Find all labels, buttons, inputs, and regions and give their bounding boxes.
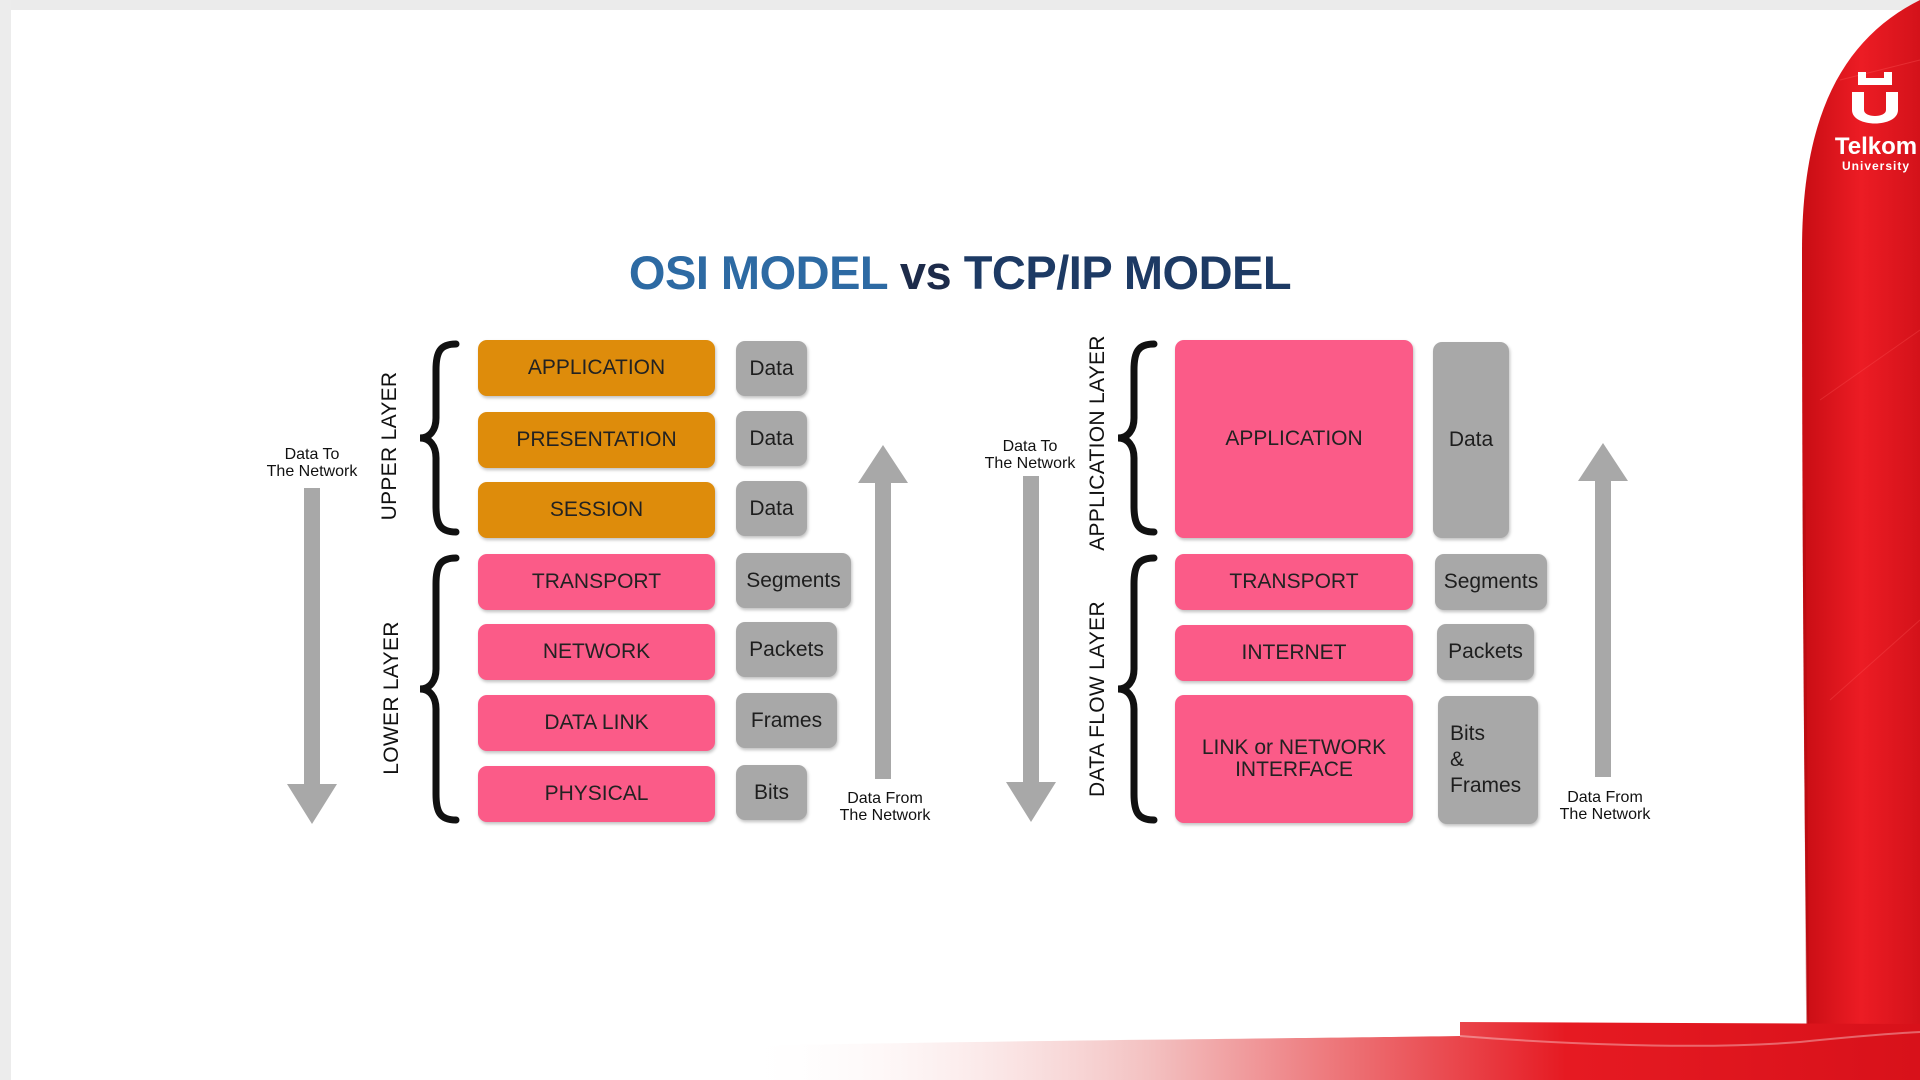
tcpip-layer-link-label-line1: LINK or NETWORK	[1201, 735, 1387, 759]
tcpip-unit-link-label: Bits & Frames	[1450, 721, 1521, 800]
osi-layer-transport: TRANSPORT	[478, 554, 715, 610]
osi-layer-data-link-label: DATA LINK	[544, 710, 649, 734]
tcpip-lower-brace-icon	[1117, 554, 1158, 824]
tcpip-unit-application: Data	[1433, 342, 1509, 538]
tcpip-layer-link: LINK or NETWORK INTERFACE	[1175, 695, 1413, 823]
osi-arrow-down-label: Data To The Network	[242, 446, 382, 480]
brand-red-band	[1802, 0, 1920, 1080]
logo-name: Telkom	[1834, 133, 1918, 160]
osi-arrow-up-label-line2: The Network	[839, 807, 931, 824]
osi-arrow-up-label: Data From The Network	[815, 790, 955, 824]
osi-layer-application: APPLICATION	[478, 340, 715, 396]
osi-unit-network-label: Packets	[749, 637, 824, 661]
logo-subtitle: University	[1841, 159, 1911, 173]
osi-unit-data-link-label: Frames	[750, 708, 823, 732]
tcpip-unit-transport-label: Segments	[1443, 570, 1539, 593]
osi-arrow-down-label-line1: Data To	[284, 446, 340, 463]
title-tcpip: TCP/IP MODEL	[963, 246, 1292, 299]
tcpip-unit-link-label-line1: Bits	[1450, 721, 1486, 745]
osi-unit-presentation: Data	[736, 411, 807, 466]
osi-layer-presentation: PRESENTATION	[478, 412, 715, 468]
telkom-logo-icon	[1852, 72, 1898, 124]
left-border	[0, 0, 11, 1080]
osi-layer-application-label: APPLICATION	[527, 355, 666, 379]
tcpip-arrow-up-label-line2: The Network	[1559, 806, 1651, 823]
osi-arrow-up-icon	[858, 445, 908, 779]
osi-layer-presentation-label: PRESENTATION	[516, 427, 677, 451]
tcpip-unit-internet: Packets	[1437, 624, 1534, 680]
tcpip-layer-transport: TRANSPORT	[1175, 554, 1413, 610]
osi-layer-physical: PHYSICAL	[478, 766, 715, 822]
tcpip-unit-application-label: Data	[1448, 428, 1494, 451]
tcpip-arrow-down-label: Data To The Network	[960, 438, 1100, 472]
tcpip-layer-internet: INTERNET	[1175, 625, 1413, 681]
osi-upper-layer-label-text: UPPER LAYER	[378, 371, 401, 521]
tcpip-unit-transport: Segments	[1435, 554, 1547, 610]
osi-lower-brace-icon	[419, 554, 460, 824]
tcpip-upper-brace-icon	[1117, 340, 1158, 536]
tcpip-unit-internet-label: Packets	[1448, 640, 1523, 663]
osi-lower-layer-label-text: LOWER LAYER	[380, 621, 403, 775]
osi-layer-session: SESSION	[478, 482, 715, 538]
tcpip-application-layer-label-text: APPLICATION LAYER	[1086, 335, 1109, 551]
osi-unit-network: Packets	[736, 622, 837, 677]
osi-unit-physical-label: Bits	[753, 780, 789, 804]
top-border	[0, 0, 1920, 10]
tcpip-unit-link-label-line3: Frames	[1450, 774, 1522, 798]
tcpip-arrow-up-label: Data From The Network	[1535, 789, 1675, 823]
osi-layer-physical-label: PHYSICAL	[544, 781, 649, 805]
osi-unit-session-label: Data	[749, 496, 794, 520]
tcpip-arrow-down-label-line1: Data To	[1002, 438, 1058, 455]
osi-arrow-down-label-line2: The Network	[266, 463, 358, 480]
osi-unit-application-label: Data	[749, 356, 794, 380]
title-vs: vs	[899, 246, 952, 299]
osi-unit-transport: Segments	[736, 553, 851, 608]
tcpip-arrow-up-icon	[1578, 443, 1628, 777]
osi-unit-transport-label: Segments	[746, 568, 841, 592]
tcpip-layer-link-label-line2: INTERFACE	[1235, 758, 1353, 781]
osi-layer-data-link: DATA LINK	[478, 695, 715, 751]
osi-unit-application: Data	[736, 341, 807, 396]
osi-layer-network: NETWORK	[478, 624, 715, 680]
osi-unit-session: Data	[736, 481, 807, 536]
tcpip-data-flow-layer-label-text: DATA FLOW LAYER	[1086, 601, 1109, 797]
osi-arrow-up-label-line1: Data From	[847, 790, 923, 807]
osi-layer-network-label: NETWORK	[542, 639, 651, 663]
tcpip-unit-link-label-line2: &	[1450, 747, 1465, 771]
osi-arrow-down-icon	[287, 488, 337, 824]
tcpip-arrow-down-label-line2: The Network	[984, 455, 1076, 472]
osi-layer-session-label: SESSION	[549, 497, 644, 521]
osi-unit-presentation-label: Data	[749, 426, 794, 450]
tcpip-arrow-down-icon	[1006, 476, 1056, 822]
osi-unit-physical: Bits	[736, 765, 807, 820]
tcpip-layer-application: APPLICATION	[1175, 340, 1413, 538]
osi-upper-brace-icon	[419, 340, 460, 536]
tcpip-arrow-up-label-line1: Data From	[1567, 789, 1643, 806]
osi-layer-transport-label: TRANSPORT	[531, 569, 662, 593]
tcpip-unit-link: Bits & Frames	[1438, 696, 1538, 824]
tcpip-layer-transport-label: TRANSPORT	[1229, 569, 1359, 593]
title-osi: OSI MODEL	[628, 246, 888, 299]
page-title: OSI MODEL vs TCP/IP MODEL	[0, 245, 1920, 300]
osi-unit-data-link: Frames	[736, 693, 837, 748]
bottom-red-wave	[740, 1022, 1920, 1080]
tcpip-layer-application-label: APPLICATION	[1225, 426, 1363, 450]
tcpip-layer-internet-label: INTERNET	[1241, 640, 1347, 664]
